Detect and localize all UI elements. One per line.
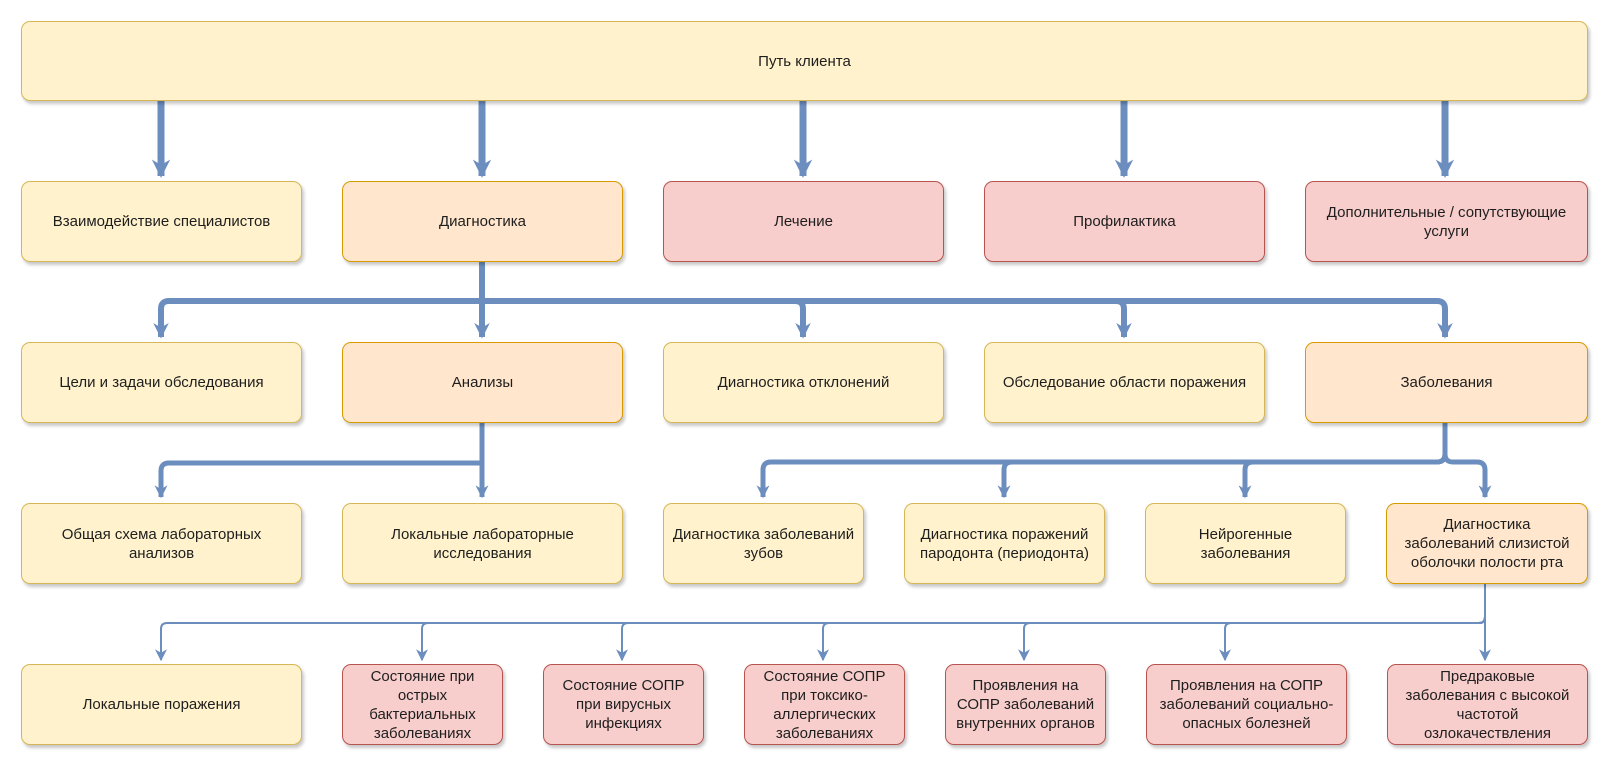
node-label: Диагностика поражений пародонта (периодо…	[919, 525, 1090, 562]
node-label: Состояние СОПР при токсико-аллергических…	[763, 667, 886, 742]
node-prevention[interactable]: Профилактика	[984, 181, 1265, 262]
node-precancerous[interactable]: Предраковые заболевания с высокой частот…	[1387, 664, 1588, 745]
edge-diseases-to-neurogenic	[1238, 423, 1448, 499]
edge-mucosa-to-socially-dangerous	[1219, 584, 1486, 662]
edge-diseases-to-mucosa	[1442, 423, 1492, 499]
node-label: Лечение	[774, 213, 833, 230]
node-label: Проявления на СОПР заболеваний социально…	[1159, 677, 1334, 732]
node-general-lab-scheme[interactable]: Общая схема лабораторных анализов	[21, 503, 302, 584]
node-label: Диагностика заболеваний слизистой оболоч…	[1404, 516, 1570, 571]
node-label: Предраковые заболевания с высокой частот…	[1405, 667, 1570, 742]
node-additional-services[interactable]: Дополнительные / сопутствующие услуги	[1305, 181, 1588, 262]
node-label: Обследование области поражения	[1002, 374, 1247, 391]
edge-diagnostics-to-goals	[153, 262, 485, 339]
node-diseases[interactable]: Заболевания	[1305, 342, 1588, 423]
node-label: Анализы	[451, 374, 514, 391]
node-toxic-allergic[interactable]: Состояние СОПР при токсико-аллергических…	[744, 664, 905, 745]
node-internal-organs[interactable]: Проявления на СОПР заболеваний внутренни…	[945, 664, 1106, 745]
node-label: Путь клиента	[758, 52, 851, 70]
node-label: Дополнительные / сопутствующие услуги	[1326, 203, 1567, 240]
edge-diagnostics-to-diseases	[479, 262, 1453, 339]
node-label: Общая схема лабораторных анализов	[61, 525, 262, 562]
node-local-lesions[interactable]: Локальные поражения	[21, 664, 302, 745]
node-diagnostics[interactable]: Диагностика	[342, 181, 623, 262]
node-viral-infections[interactable]: Состояние СОПР при вирусных инфекциях	[543, 664, 704, 745]
node-label: Диагностика	[439, 213, 526, 230]
node-label: Диагностика отклонений	[717, 374, 890, 391]
node-lesion-area-exam[interactable]: Обследование области поражения	[984, 342, 1265, 423]
node-local-lab-research[interactable]: Локальные лабораторные исследования	[342, 503, 623, 584]
node-deviation-diagnostics[interactable]: Диагностика отклонений	[663, 342, 944, 423]
node-label: Заболевания	[1400, 374, 1493, 391]
node-teeth-disease-diagnostics[interactable]: Диагностика заболеваний зубов	[663, 503, 864, 584]
node-periodont-diagnostics[interactable]: Диагностика поражений пародонта (периодо…	[904, 503, 1105, 584]
node-label: Проявления на СОПР заболеваний внутренни…	[956, 677, 1095, 732]
node-label: Цели и задачи обследования	[59, 374, 264, 391]
node-label: Состояние СОПР при вирусных инфекциях	[562, 677, 685, 732]
node-treatment[interactable]: Лечение	[663, 181, 944, 262]
node-label: Взаимодействие специалистов	[52, 213, 271, 230]
node-exam-goals[interactable]: Цели и задачи обследования	[21, 342, 302, 423]
node-socially-dangerous[interactable]: Проявления на СОПР заболеваний социально…	[1146, 664, 1347, 745]
node-label: Локальные лабораторные исследования	[391, 525, 574, 562]
node-label: Нейрогенные заболевания	[1198, 525, 1293, 562]
node-label: Состояние при острых бактериальных забол…	[369, 667, 476, 742]
node-client-journey[interactable]: Путь клиента	[21, 21, 1588, 101]
node-label: Профилактика	[1073, 213, 1176, 230]
node-neurogenic-diseases[interactable]: Нейрогенные заболевания	[1145, 503, 1346, 584]
node-label: Диагностика заболеваний зубов	[672, 525, 855, 562]
node-mucosa-diagnostics[interactable]: Диагностика заболеваний слизистой оболоч…	[1386, 503, 1588, 584]
node-analyses[interactable]: Анализы	[342, 342, 623, 423]
edge-analyses-to-general-scheme	[154, 423, 485, 499]
node-specialists-interaction[interactable]: Взаимодействие специалистов	[21, 181, 302, 262]
node-label: Локальные поражения	[82, 696, 241, 713]
node-acute-bacterial[interactable]: Состояние при острых бактериальных забол…	[342, 664, 503, 745]
